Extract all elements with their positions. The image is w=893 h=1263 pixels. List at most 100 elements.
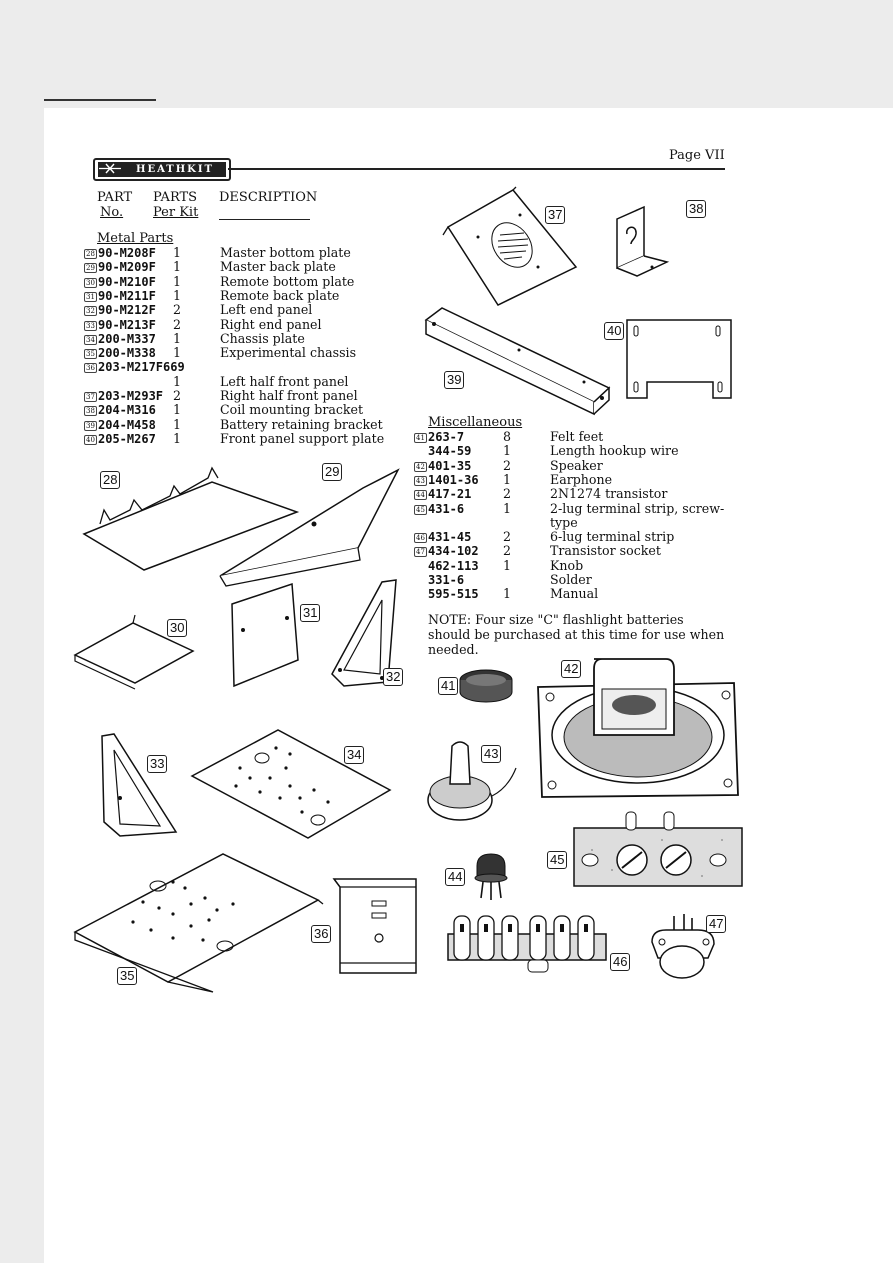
callout-ref-number: 30: [84, 277, 97, 288]
part-number: 344-59: [428, 444, 472, 459]
callout-ref-number: 40: [84, 434, 97, 445]
part-number: 205-M267: [98, 431, 156, 446]
heathkit-logo: HEATHKIT: [93, 158, 231, 181]
part-number: 434-102: [428, 544, 479, 559]
parts-per-kit: 2: [173, 302, 182, 318]
part-number: 203-M293F: [98, 389, 164, 403]
brand-text: HEATHKIT: [136, 164, 214, 175]
parts-per-kit: 1: [173, 273, 182, 289]
callout-30: 30: [167, 619, 188, 637]
part-description: Master back plate: [220, 259, 336, 275]
callout-ref-number: 34: [84, 334, 97, 345]
coil-bracket-illustration: [616, 205, 670, 277]
part-description: Earphone: [550, 471, 613, 487]
part-number: 263-7: [428, 430, 465, 444]
battery-note: NOTE: Four size "C" flashlight batteries…: [428, 612, 725, 657]
callout-ref-number: 35: [84, 349, 97, 360]
parts-per-kit: 1: [173, 345, 182, 361]
misc-heading: Miscellaneous: [428, 415, 523, 430]
part-description: Chassis plate: [220, 330, 305, 346]
part-callout-ref: 39: [84, 418, 99, 433]
callout-ref-number: 47: [414, 547, 427, 558]
part-number: 204-M458: [98, 417, 156, 432]
part-description: Front panel support plate: [220, 430, 385, 446]
part-description: Transistor socket: [550, 543, 661, 559]
page-number: Page VII: [669, 148, 725, 163]
front-panel-illustration: [442, 186, 578, 306]
part-callout-ref: 35: [84, 346, 99, 361]
callout-ref-number: 45: [414, 504, 427, 515]
header-rule: [228, 168, 725, 170]
part-description: Manual: [550, 586, 599, 602]
callout-44: 44: [445, 868, 466, 886]
part-number: 1401-36: [428, 472, 479, 487]
parts-per-kit: 8: [503, 429, 512, 444]
callout-ref-number: 44: [414, 490, 427, 501]
part-number: 204-M316: [98, 403, 156, 418]
part-callout-ref: 38: [84, 403, 99, 418]
parts-per-kit: 1: [503, 586, 512, 602]
callout-47: 47: [706, 915, 727, 933]
parts-per-kit: 1: [503, 557, 512, 573]
parts-per-kit: 2: [173, 388, 182, 403]
part-description: 2N1274 transistor: [550, 486, 668, 502]
callout-41: 41: [438, 677, 459, 695]
part-callout-ref: 34: [84, 332, 99, 347]
left-end-panel-illustration: [331, 579, 397, 687]
part-callout-ref: 40: [84, 432, 99, 447]
callout-34: 34: [344, 746, 365, 764]
callout-38: 38: [686, 200, 707, 218]
part-description: Solder: [550, 572, 592, 587]
parts-per-kit: 2: [503, 543, 512, 559]
callout-ref-number: 43: [414, 475, 427, 486]
callout-ref-number: 41: [414, 433, 427, 443]
callout-39: 39: [444, 371, 465, 389]
parts-per-kit: 1: [173, 330, 182, 346]
part-number: 90-M208F: [98, 246, 156, 260]
part-description: Knob: [550, 557, 584, 573]
callout-42: 42: [561, 660, 582, 678]
part-callout-ref: 28: [84, 246, 99, 261]
part-callout-ref: 47: [414, 544, 429, 559]
battery-bracket-illustration: [424, 307, 611, 416]
parts-per-kit: 2: [173, 316, 182, 332]
part-description: type: [550, 514, 578, 530]
part-callout-ref: 30: [84, 275, 99, 290]
part-number: 462-113: [428, 558, 479, 573]
part-description: Left half front panel: [220, 373, 349, 389]
callout-36: 36: [311, 925, 332, 943]
part-callout-ref: 36: [84, 360, 99, 375]
part-callout-ref: 44: [414, 487, 429, 502]
part-number: 200-M337: [98, 331, 156, 346]
speaker-illustration: [537, 658, 739, 798]
part-callout-ref: 37: [84, 389, 99, 404]
callout-ref-number: 33: [84, 320, 97, 331]
part-number: 90-M210F: [98, 274, 156, 289]
parts-per-kit: 1: [173, 287, 182, 303]
callout-46: 46: [610, 953, 631, 971]
part-description: Remote back plate: [220, 287, 340, 303]
remote-bottom-plate-illustration: [73, 614, 195, 690]
parts-per-kit: 1: [503, 443, 512, 459]
parts-per-kit: 1: [173, 402, 182, 418]
part-number: 90-M211F: [98, 288, 156, 303]
callout-28: 28: [100, 471, 121, 489]
callout-ref-number: 36: [84, 363, 97, 374]
two-lug-strip-illustration: [573, 811, 743, 887]
part-description: Length hookup wire: [550, 443, 679, 459]
part-description: Coil mounting bracket: [220, 402, 364, 418]
callout-ref-number: 46: [414, 533, 427, 544]
part-callout-ref: 31: [84, 289, 99, 304]
part-description: 2-lug terminal strip, screw-: [550, 500, 725, 516]
part-number: 200-M338: [98, 346, 156, 361]
parts-per-kit: 1: [503, 500, 512, 516]
callout-ref-number: 29: [84, 263, 97, 274]
chassis-plate-illustration: [190, 729, 392, 839]
description-rule: [219, 219, 310, 220]
col-description: DESCRIPTION: [219, 190, 318, 205]
transistor-socket-illustration: [651, 914, 715, 979]
callout-35: 35: [117, 967, 138, 985]
callout-ref-number: 38: [84, 406, 97, 417]
part-callout-ref: 32: [84, 303, 99, 318]
front-panel-half-illustration: [332, 878, 417, 974]
